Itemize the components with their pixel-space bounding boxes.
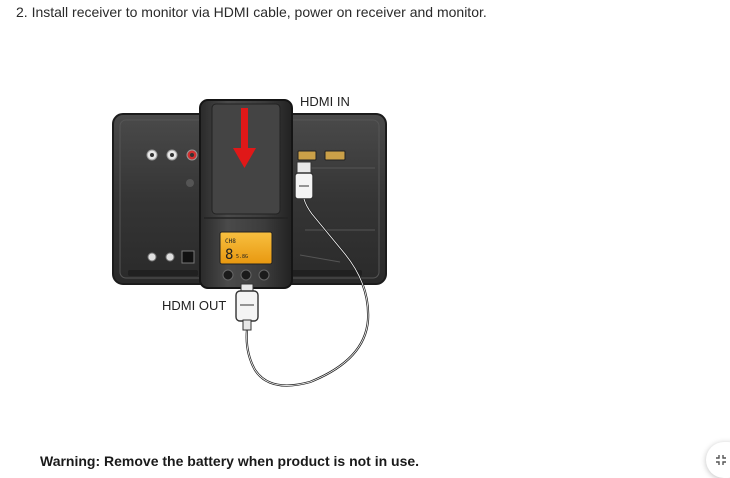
hdmi-in-cable [245,161,370,387]
warning-text: Warning: Remove the battery when product… [40,453,420,469]
step-instruction: 2. Install receiver to monitor via HDMI … [16,4,487,20]
collapse-button[interactable] [706,442,730,478]
av-ports [146,149,198,161]
svg-text:8: 8 [225,247,233,263]
install-direction-arrow [233,108,256,168]
svg-text:5.8G: 5.8G [236,254,248,260]
monitor-hdmi-ports [297,150,346,161]
hdmi-in-label: HDMI IN [300,94,350,109]
hdmi-out-label: HDMI OUT [162,298,227,313]
monitor-vents [128,270,362,276]
hdmi-out-connector [235,283,259,331]
receiver-buttons [222,269,270,281]
receiver-unit: CH8 8 5.8G [199,99,293,289]
collapse-arrows-icon [716,455,726,465]
svg-text:CH8: CH8 [225,238,236,245]
power-ports [147,250,195,264]
receiver-lcd [219,231,273,265]
